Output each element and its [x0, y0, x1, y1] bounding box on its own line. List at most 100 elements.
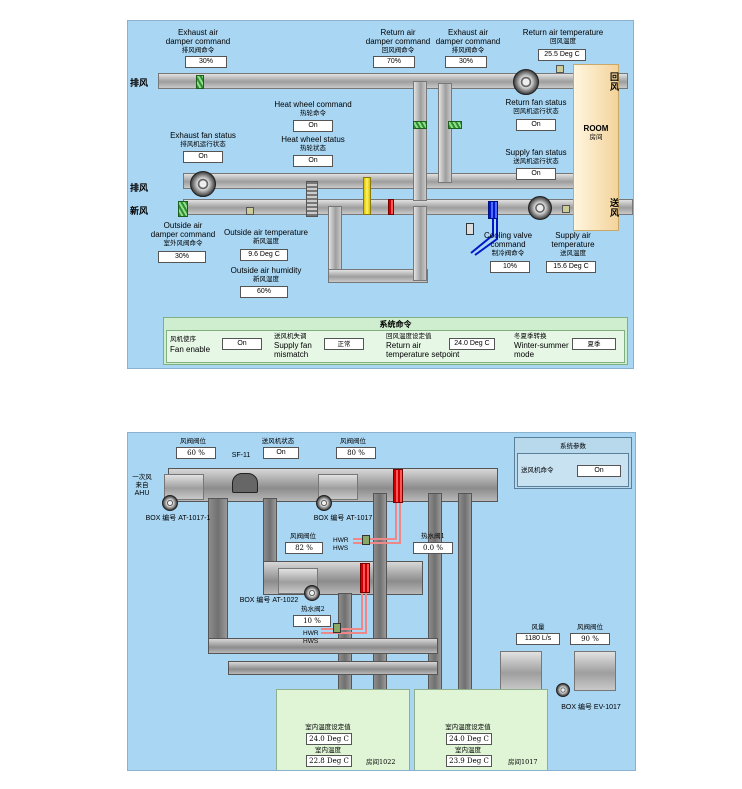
oa-damper-value: 30% [158, 251, 206, 263]
room1022-temp-value: 22.8 Deg C [306, 755, 352, 767]
damper-pos3-value: 82 % [285, 542, 323, 554]
hot-valve2-value: 10 % [293, 615, 331, 627]
damper-pos3-label: 风阀阀位 [290, 532, 316, 540]
winter-summer-label: Winter-summer [514, 341, 569, 350]
damper-pos4-value: 90 % [570, 633, 610, 645]
sf-name: SF-11 [231, 452, 251, 459]
return-setpoint-label-2: temperature setpoint [386, 350, 460, 359]
return-damper-label-cn: 回风阀命令 [381, 46, 415, 54]
exhaust-damper-label-2: damper command [165, 37, 231, 46]
ahu-label-2: 来自 [135, 481, 149, 489]
side-label-supply: 送 风 [610, 199, 620, 219]
bypass-damper[interactable] [448, 121, 462, 129]
supply-fan-label: Supply fan status [505, 148, 567, 157]
cooling-coil [488, 201, 498, 219]
room1022-setpoint-value[interactable]: 24.0 Deg C [306, 733, 352, 745]
hot-valve2-icon[interactable] [333, 623, 341, 633]
box-1017-icon[interactable] [316, 495, 332, 511]
return-temp-label-cn: 回风温度 [550, 37, 576, 45]
chilled-water-pipe [470, 219, 498, 256]
lower-duct [208, 638, 438, 654]
damper-pos2-value: 80 % [336, 447, 376, 459]
supply-temp-label-cn: 送风温度 [560, 249, 586, 257]
return-fan[interactable] [513, 69, 539, 95]
return-fan-label: Return fan status [505, 98, 567, 107]
supply-fan-cmd-label: 送风机命令 [521, 466, 554, 474]
damper-pos1-value: 60 % [176, 447, 216, 459]
return-temp-value: 25.5 Deg C [538, 49, 586, 61]
cooling-valve-label: Cooling valve [483, 231, 533, 240]
return-setpoint-value[interactable]: 24.0 Deg C [449, 338, 495, 350]
exhaust-duct [158, 73, 628, 89]
heat-wheel-status-label-cn: 热轮状态 [300, 144, 326, 152]
room1017-setpoint-value[interactable]: 24.0 Deg C [446, 733, 492, 745]
damper-pos4-label: 风阀阀位 [577, 623, 603, 631]
return-fan-label-cn: 回风机运行状态 [513, 107, 559, 115]
exhaust-damper2-value: 30% [445, 56, 487, 68]
oa-humidity-label-cn: 新风湿度 [253, 275, 279, 283]
supply-temp-label: Supply air [555, 231, 591, 240]
supply-fan-mismatch-label-2: mismatch [274, 350, 309, 359]
box-1017-1-label: BOX 编号 AT-1017-1 [145, 515, 211, 522]
coil-1017 [393, 469, 403, 503]
ahu-label-3: AHU [134, 490, 150, 497]
exhaust-damper-value: 30% [185, 56, 227, 68]
winter-summer-value[interactable]: 夏季 [572, 338, 616, 350]
ahu-label-1: 一次风 [132, 473, 152, 481]
hot-valve1-icon[interactable] [362, 535, 370, 545]
coil-1022 [360, 563, 370, 593]
bypass-duct-up [413, 206, 427, 281]
exhaust-fan-value: On [183, 151, 223, 163]
return-setpoint-label: Return air [386, 341, 422, 350]
system-params-title: 系统参数 [560, 442, 586, 450]
hwr-label-2: HWR [303, 630, 319, 637]
box-1022-icon[interactable] [304, 585, 320, 601]
heat-wheel-cmd-label: Heat wheel command [274, 100, 352, 109]
oa-temp-value: 9.6 Deg C [240, 249, 288, 261]
hot-valve1-label: 热水阀1 [421, 532, 445, 540]
supply-fan-cmd-value[interactable]: On [577, 465, 621, 477]
cooling-valve-value: 10% [490, 261, 530, 273]
room1022-name: 房间1022 [366, 758, 396, 766]
exhaust-damper[interactable] [196, 75, 204, 89]
cooling-valve-label-2: command [490, 240, 526, 249]
oa-damper-label-2: damper command [150, 230, 216, 239]
box-1017-1-icon[interactable] [162, 495, 178, 511]
oa-temp-sensor-icon [246, 207, 254, 215]
vertical-duct-left [413, 81, 427, 201]
system-command-box: 系统命令 风机使序 Fan enable On 送风机失调 Supply fan… [163, 317, 628, 365]
box-ev-icon[interactable] [556, 683, 570, 697]
oa-temp-label: Outside air temperature [223, 228, 309, 237]
supply-fan-mismatch-label: Supply fan [274, 341, 312, 350]
sf11-fan-icon[interactable] [232, 473, 258, 493]
heat-wheel-cmd-value: On [293, 120, 333, 132]
return-fan-value: On [516, 119, 556, 131]
fan-enable-label: Fan enable [170, 345, 211, 354]
return-temp-label: Return air temperature [522, 28, 604, 37]
fan-enable-value[interactable]: On [222, 338, 262, 350]
supply-fan-value: On [516, 168, 556, 180]
room-block [573, 64, 619, 231]
bypass-duct-bottom [328, 269, 428, 283]
damper-pos1-label: 风阀阀位 [180, 437, 206, 445]
oa-damper[interactable] [178, 201, 188, 217]
supply-fan[interactable] [528, 196, 552, 220]
supply-temp-label-2: temperature [551, 240, 595, 249]
hot-valve1-value: 0.0 % [413, 542, 453, 554]
exhaust-damper-label-cn: 排风阀命令 [181, 46, 215, 54]
hws-label-1: HWS [333, 545, 349, 552]
box-ev-body-2 [574, 651, 616, 691]
supply-fan-mismatch-value: 正常 [324, 338, 364, 350]
box-1017-label: BOX 编号 AT-1017 [313, 515, 373, 522]
exhaust-fan[interactable] [190, 171, 216, 197]
supply-temp-value: 15.6 Deg C [546, 261, 596, 273]
return-damper[interactable] [413, 121, 427, 129]
heat-wheel [306, 181, 318, 217]
hot-valve2-label: 热水阀2 [301, 605, 325, 613]
airflow-label: 风量 [531, 623, 545, 631]
airflow-value: 1180 L/s [516, 633, 560, 645]
lower-duct-2 [228, 661, 438, 675]
cooling-valve-icon[interactable] [466, 223, 474, 235]
cooling-valve-label-cn: 制冷阀命令 [491, 249, 525, 257]
heat-wheel-status-label: Heat wheel status [281, 135, 345, 144]
